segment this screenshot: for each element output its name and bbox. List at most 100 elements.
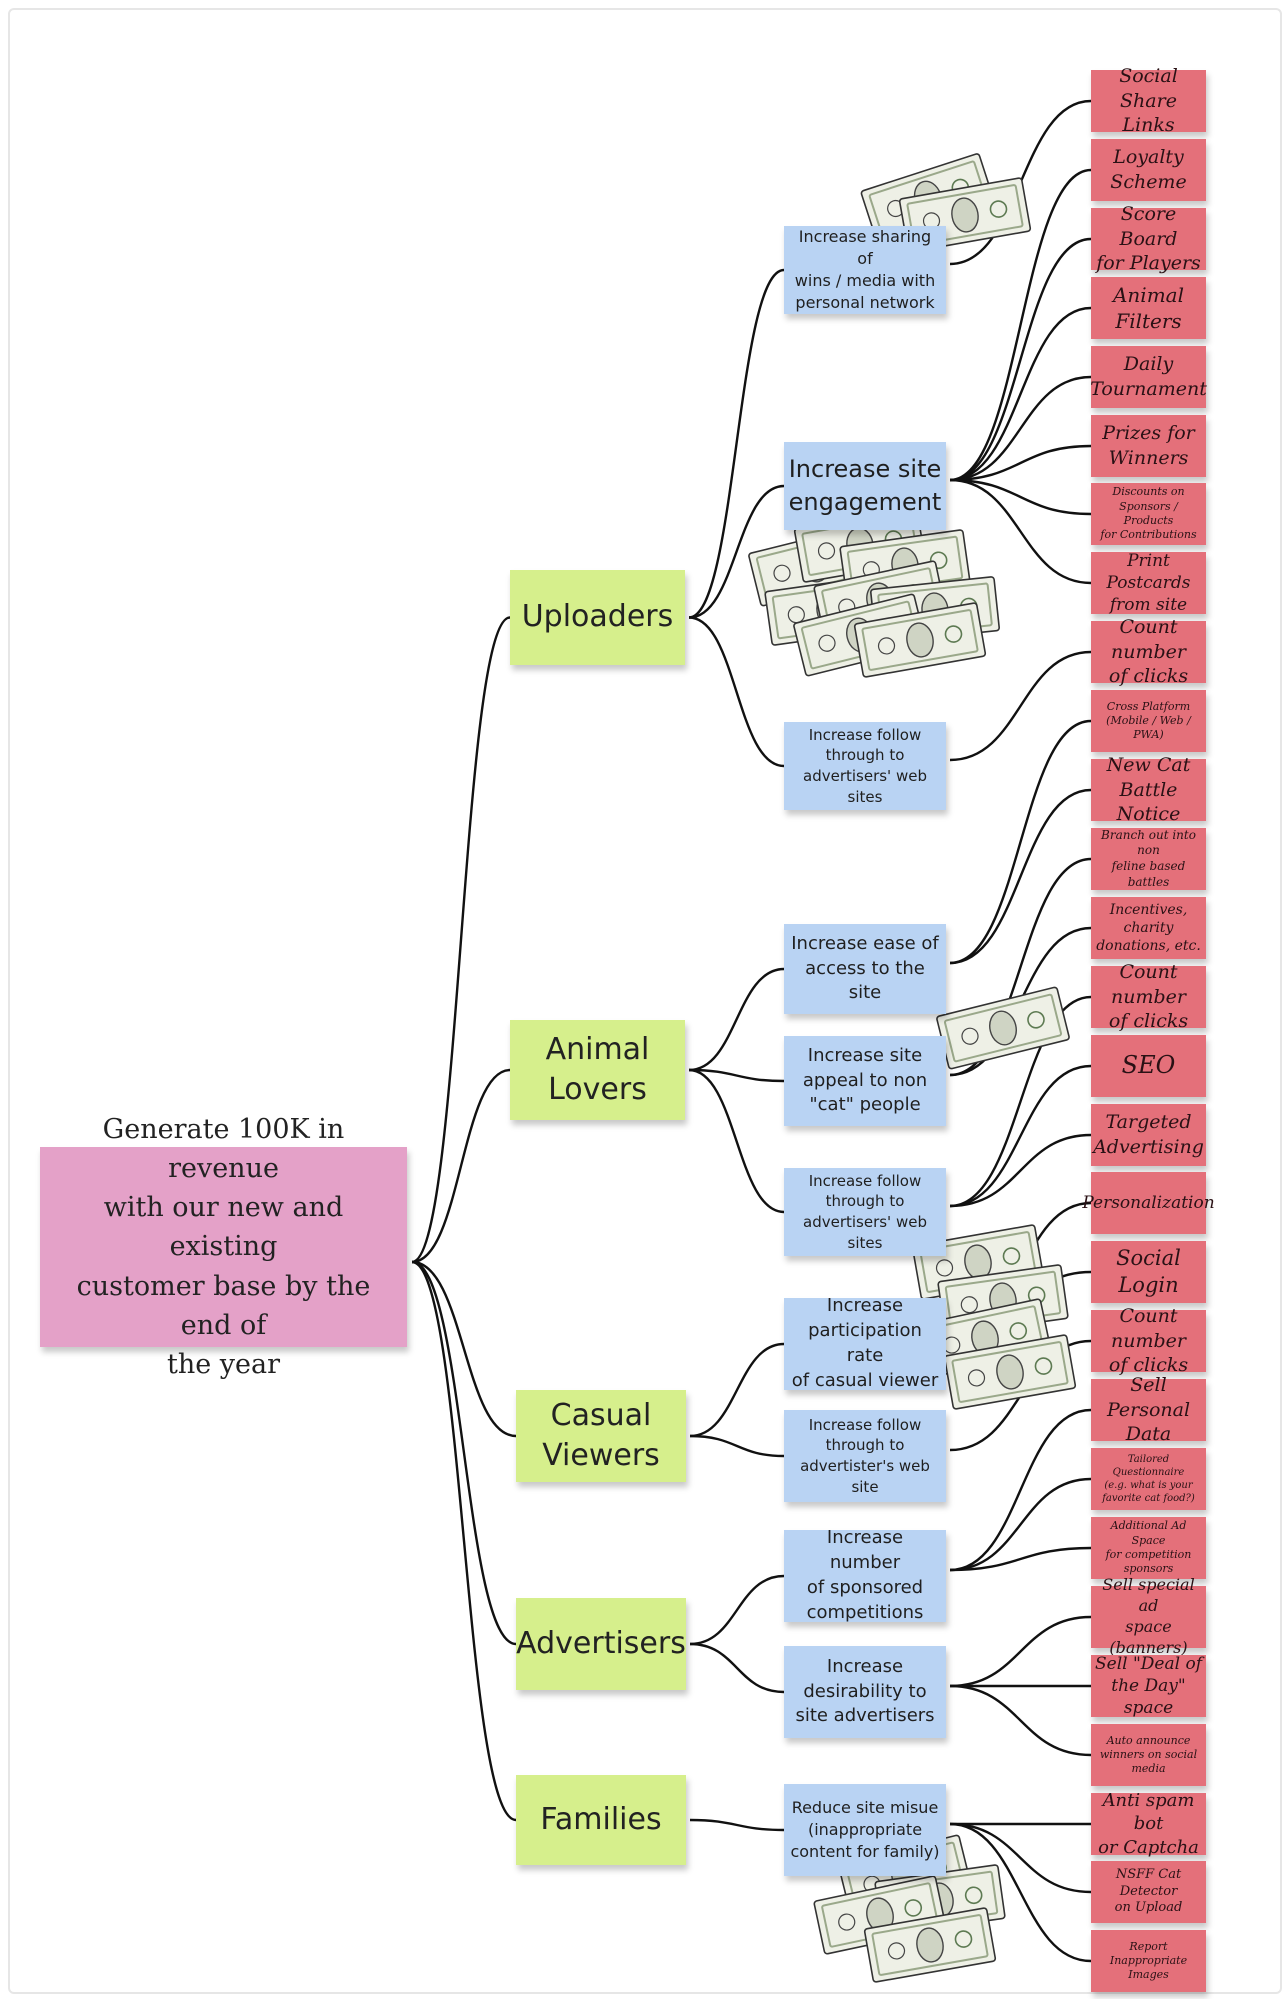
deliverable-17[interactable]: Personalization	[1082, 1172, 1215, 1234]
impact-follow-up[interactable]: Increase follow through to advertisers' …	[784, 722, 946, 810]
deliverable-6[interactable]: Prizes for Winners	[1091, 415, 1206, 477]
connector-sponsored-deliverable-20	[949, 1408, 1092, 1572]
deliverable-9[interactable]: Count number of clicks	[1091, 616, 1206, 687]
actor-uploaders[interactable]: Uploaders	[510, 570, 685, 665]
deliverable-8-label: Print Postcards from site	[1106, 550, 1191, 616]
deliverable-28-label: Report Inappropriate Images	[1109, 1939, 1188, 1982]
deliverable-7[interactable]: Discounts on Sponsors / Products for Con…	[1091, 483, 1206, 545]
deliverable-9-label: Count number of clicks	[1108, 615, 1189, 688]
deliverable-13[interactable]: Incentives, charity donations, etc.	[1091, 897, 1206, 959]
connector-desirability-deliverable-25	[949, 1684, 1092, 1757]
deliverable-19[interactable]: Count number of clicks	[1091, 1305, 1206, 1376]
deliverable-10[interactable]: Cross Platform (Mobile / Web / PWA)	[1091, 690, 1206, 752]
deliverable-23[interactable]: Sell special ad space (banners)	[1091, 1575, 1206, 1657]
impact-participation[interactable]: Increase participation rate of casual vi…	[784, 1295, 946, 1391]
banknote-stack-icon	[943, 1334, 1077, 1410]
deliverable-26[interactable]: Anti spam bot or Captcha	[1091, 1790, 1206, 1858]
impact-participation-label: Increase participation rate of casual vi…	[791, 1295, 939, 1391]
connector-engagement-deliverable-6	[949, 444, 1092, 482]
connector-sponsored-deliverable-21	[949, 1477, 1092, 1572]
deliverable-12[interactable]: Branch out into non feline based battles	[1091, 828, 1206, 890]
deliverable-27-label: NSFF Cat Detector on Upload	[1114, 1866, 1183, 1916]
connector-uploaders-share	[688, 268, 785, 619]
deliverable-8[interactable]: Print Postcards from site	[1091, 550, 1206, 616]
deliverable-5[interactable]: Daily Tournament	[1090, 346, 1207, 408]
deliverable-14[interactable]: Count number of clicks	[1091, 961, 1206, 1032]
goal-to-families-connector	[411, 1260, 517, 1822]
deliverable-2-label: Loyalty Scheme	[1110, 146, 1187, 193]
deliverable-11[interactable]: New Cat Battle Notice	[1091, 754, 1206, 825]
deliverable-2[interactable]: Loyalty Scheme	[1091, 139, 1206, 201]
deliverable-21-label: Tailored Questionnaire (e.g. what is you…	[1102, 1454, 1195, 1504]
banknote-stack-icon	[936, 986, 1070, 1070]
impact-ease[interactable]: Increase ease of access to the site	[784, 924, 946, 1014]
goal-to-advertisers-connector	[411, 1260, 517, 1646]
impact-follow-al-label: Increase follow through to advertisers' …	[803, 1171, 927, 1252]
connector-misuse-deliverable-27	[949, 1822, 1092, 1894]
actor-uploaders-label: Uploaders	[521, 599, 674, 635]
deliverable-20[interactable]: Sell Personal Data	[1091, 1374, 1206, 1445]
goal-to-casual-viewers-connector	[411, 1260, 517, 1438]
deliverable-18[interactable]: Social Login	[1091, 1241, 1206, 1303]
money-layer	[748, 153, 1077, 1983]
deliverable-16-label: Targeted Advertising	[1093, 1111, 1204, 1158]
deliverable-15[interactable]: SEO	[1091, 1035, 1206, 1097]
connector-uploaders-follow-up	[688, 616, 785, 768]
deliverable-1[interactable]: Social Share Links	[1091, 65, 1206, 136]
actor-casual-viewers[interactable]: Casual Viewers	[516, 1390, 686, 1482]
deliverable-20-label: Sell Personal Data	[1106, 1373, 1191, 1446]
deliverable-18-label: Social Login	[1116, 1245, 1181, 1297]
deliverable-25[interactable]: Auto announce winners on social media	[1091, 1724, 1206, 1786]
connector-misuse-deliverable-28	[949, 1822, 1092, 1963]
actor-casual-viewers-label: Casual Viewers	[542, 1397, 660, 1474]
deliverable-14-label: Count number of clicks	[1108, 960, 1189, 1033]
actor-advertisers-label: Advertisers	[516, 1625, 686, 1661]
connector-engagement-deliverable-8	[949, 478, 1092, 585]
deliverable-16[interactable]: Targeted Advertising	[1091, 1104, 1206, 1166]
connector-follow-al-deliverable-16	[949, 1133, 1092, 1208]
deliverable-10-label: Cross Platform (Mobile / Web / PWA)	[1106, 699, 1191, 742]
deliverable-4[interactable]: Animal Filters	[1091, 277, 1206, 339]
connector-animal-lovers-follow-al	[688, 1068, 785, 1214]
impact-sponsored-label: Increase number of sponsored competition…	[806, 1527, 924, 1623]
banknote-stack-icon	[863, 1907, 997, 1983]
impact-desirability[interactable]: Increase desirability to site advertiser…	[784, 1646, 946, 1738]
impact-follow-cv[interactable]: Increase follow through to advertister's…	[784, 1410, 946, 1502]
impact-misuse-label: Reduce site misue (inappropriate content…	[790, 1797, 940, 1862]
connector-advertisers-desirability	[689, 1642, 785, 1694]
impact-share[interactable]: Increase sharing of wins / media with pe…	[784, 226, 946, 314]
connector-engagement-deliverable-5	[949, 375, 1092, 482]
connector-follow-up-deliverable-9	[949, 650, 1092, 762]
impact-sponsored[interactable]: Increase number of sponsored competition…	[784, 1527, 946, 1623]
connector-follow-al-deliverable-15	[949, 1064, 1092, 1208]
goal-note[interactable]: Generate 100K in revenue with our new an…	[40, 1114, 407, 1380]
connector-animal-lovers-ease	[688, 967, 785, 1072]
connector-animal-lovers-appeal	[688, 1068, 785, 1083]
connector-ease-deliverable-11	[949, 788, 1092, 965]
goal-to-animal-lovers-connector	[411, 1068, 511, 1264]
deliverable-6-label: Prizes for Winners	[1102, 422, 1195, 469]
deliverable-22-label: Additional Ad Space for competition spon…	[1105, 1519, 1192, 1576]
actor-families[interactable]: Families	[516, 1775, 686, 1865]
deliverable-21[interactable]: Tailored Questionnaire (e.g. what is you…	[1091, 1448, 1206, 1510]
actor-families-label: Families	[540, 1801, 662, 1837]
deliverable-28[interactable]: Report Inappropriate Images	[1091, 1930, 1206, 1992]
actor-advertisers[interactable]: Advertisers	[516, 1598, 686, 1690]
connector-casual-viewers-participation	[689, 1342, 785, 1438]
impact-follow-al[interactable]: Increase follow through to advertisers' …	[784, 1168, 946, 1256]
connector-casual-viewers-follow-cv	[689, 1434, 785, 1458]
connector-appeal-deliverable-12	[949, 857, 1092, 1077]
deliverable-24[interactable]: Sell "Deal of the Day" space	[1091, 1654, 1206, 1718]
actor-animal-lovers[interactable]: Animal Lovers	[510, 1020, 685, 1120]
deliverable-22[interactable]: Additional Ad Space for competition spon…	[1091, 1517, 1206, 1579]
deliverable-27[interactable]: NSFF Cat Detector on Upload	[1091, 1861, 1206, 1923]
deliverable-3-label: Score Board for Players	[1096, 202, 1201, 275]
deliverable-3[interactable]: Score Board for Players	[1091, 203, 1206, 274]
impact-misuse[interactable]: Reduce site misue (inappropriate content…	[784, 1784, 946, 1876]
impact-follow-cv-label: Increase follow through to advertister's…	[800, 1415, 930, 1496]
impact-appeal[interactable]: Increase site appeal to non "cat" people	[784, 1036, 946, 1126]
deliverable-7-label: Discounts on Sponsors / Products for Con…	[1100, 485, 1197, 542]
impact-engagement[interactable]: Increase site engagement	[784, 442, 946, 530]
goal-note-label: Generate 100K in revenue with our new an…	[76, 1114, 371, 1380]
deliverable-17-label: Personalization	[1082, 1192, 1215, 1213]
